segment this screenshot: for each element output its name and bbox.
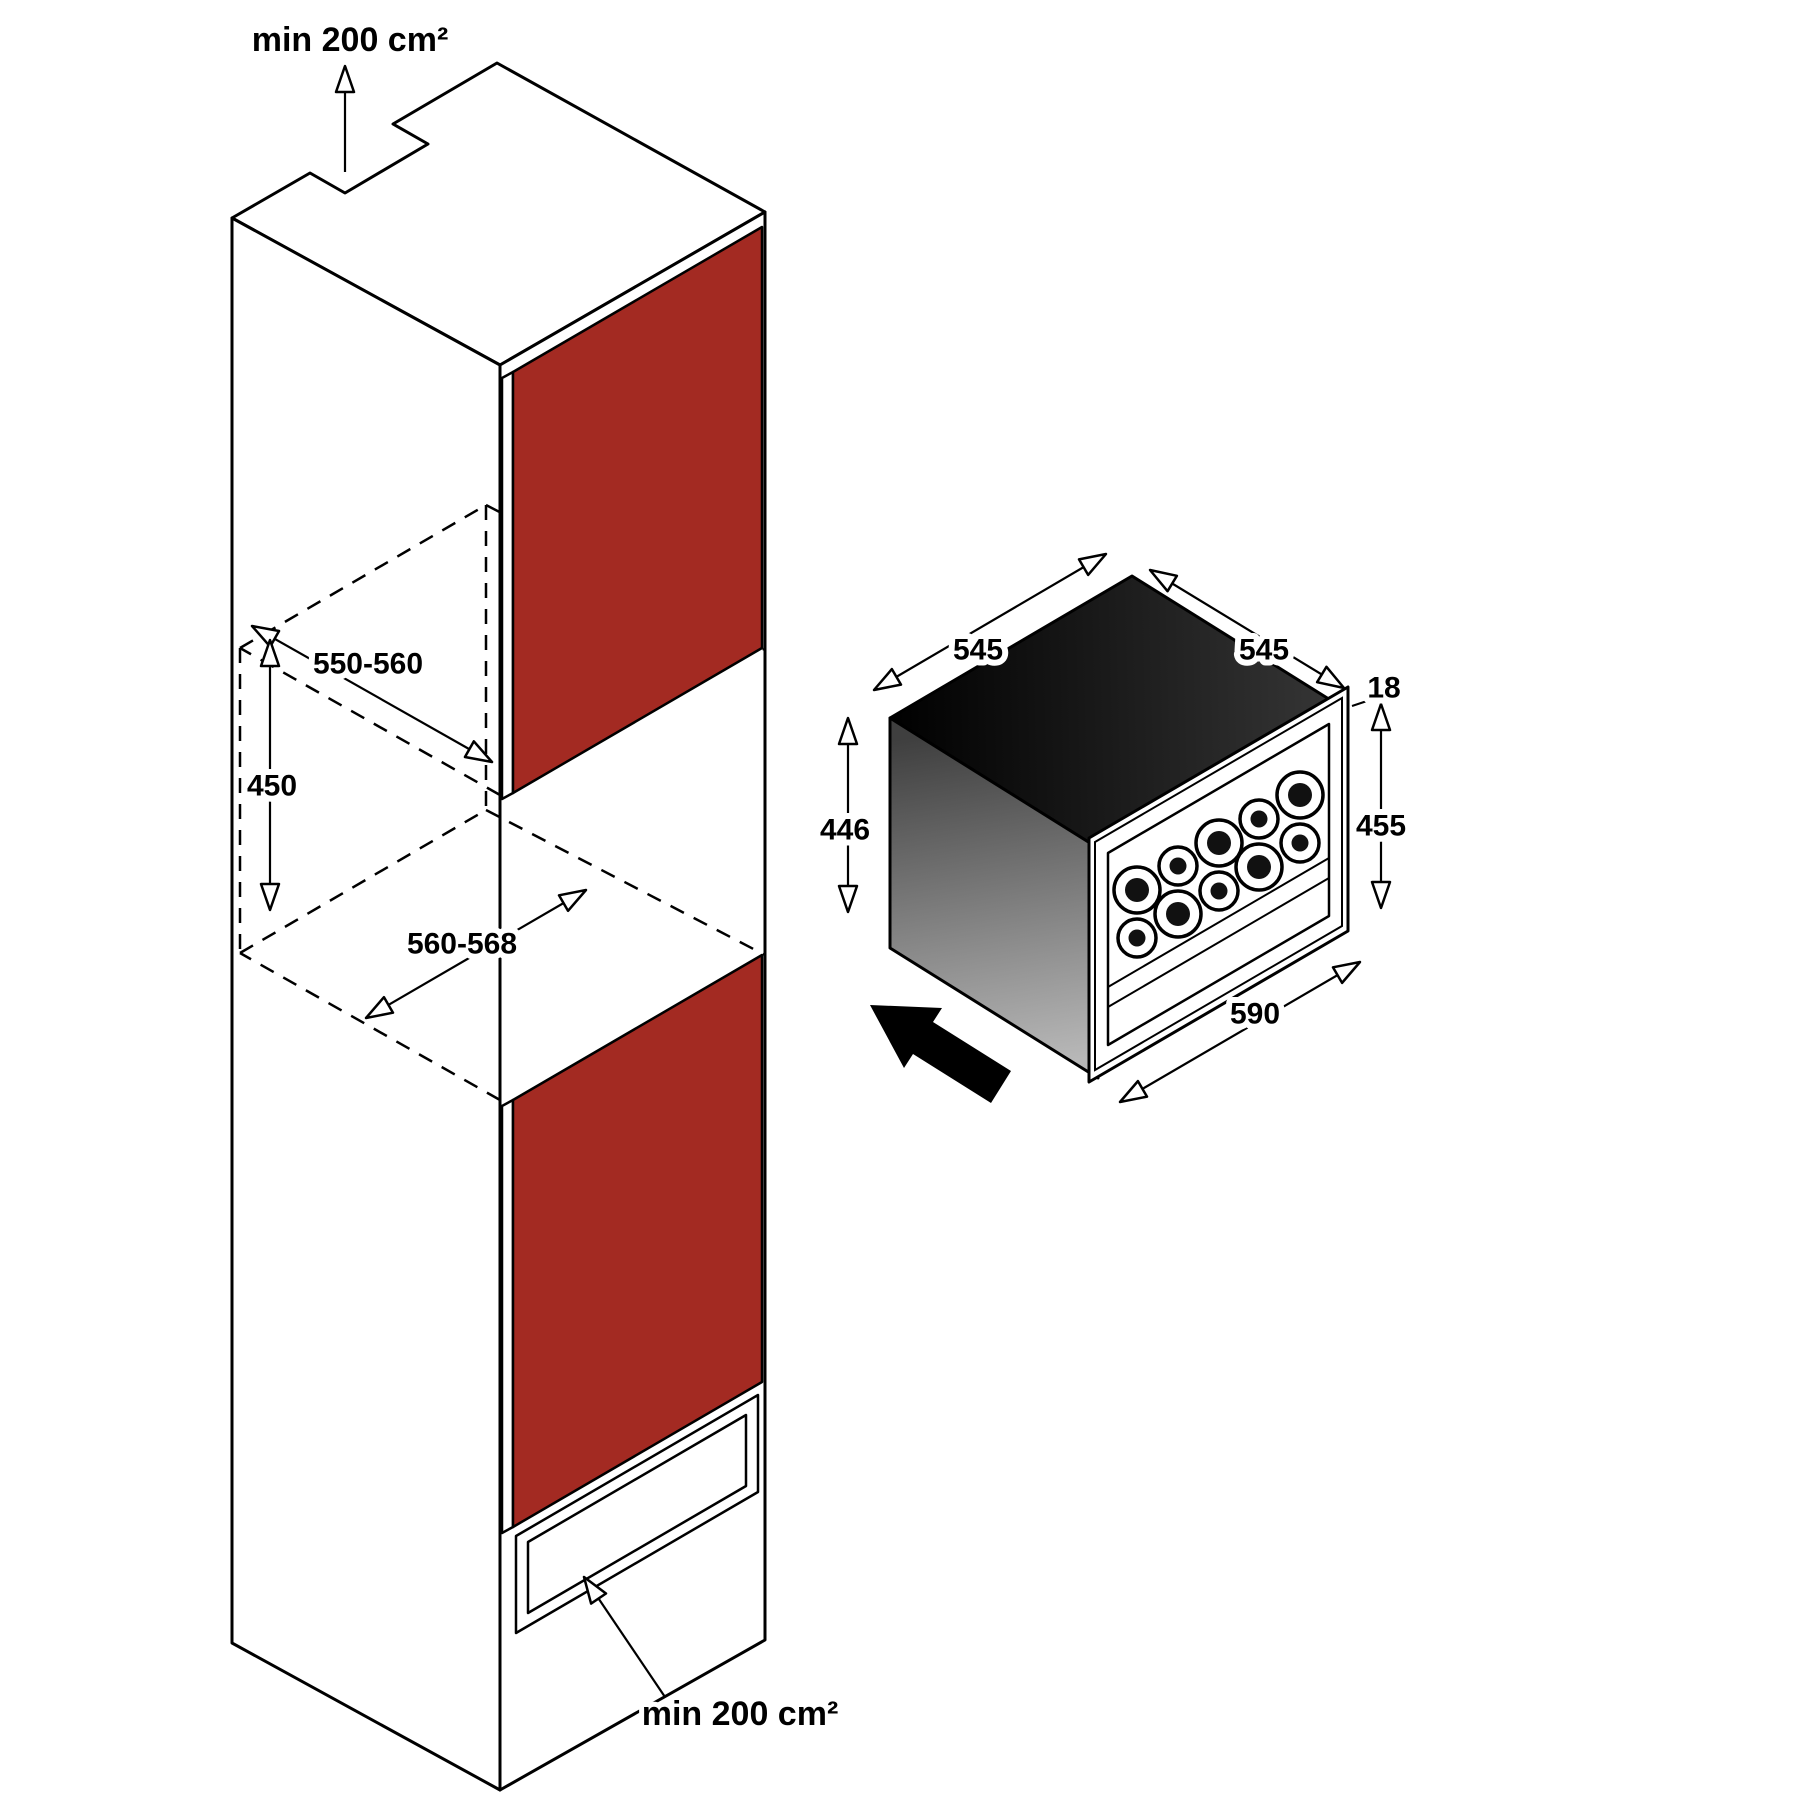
bottom-vent-leader-arrow	[582, 1575, 666, 1698]
bottle-cap	[1247, 855, 1271, 879]
bottom-door-panel	[511, 953, 764, 1529]
labels: min 200 cm² min 200 cm² 550-560 450 560-…	[241, 16, 1412, 1738]
niche-dimensions	[250, 624, 588, 1020]
bottom-vent-label: min 200 cm²	[642, 1695, 839, 1733]
frame-thickness-label: 18	[1367, 672, 1400, 705]
plinth-vent-grille	[514, 1393, 760, 1635]
bottle-cap	[1288, 783, 1312, 807]
cabinet-doors	[500, 225, 764, 1535]
bottle-cap	[1166, 902, 1190, 926]
top-vent-label: min 200 cm²	[252, 21, 449, 59]
dim-front-width-line	[1118, 960, 1362, 1104]
niche-edge-bottom-right	[485, 808, 766, 957]
front-height-label: 455	[1356, 810, 1406, 843]
niche-height-label: 450	[247, 770, 297, 803]
niche-edge-bottom-left	[239, 951, 501, 1102]
niche-edge-back-bottom	[239, 808, 487, 955]
appliance-width-label: 545	[1239, 634, 1289, 667]
dim-niche-width-line	[364, 888, 588, 1020]
dim-frame-thickness-leader	[1351, 699, 1371, 707]
bottle-cap	[1291, 834, 1309, 852]
bottle-cap	[1128, 929, 1146, 947]
wine-bottle-caps	[1125, 783, 1312, 947]
dim-appliance-width-line	[1148, 568, 1346, 690]
appliance-frame-inner-line	[1094, 696, 1343, 1072]
niche-depth-label: 550-560	[313, 648, 423, 681]
bottle-cap	[1207, 831, 1231, 855]
appliance-dimensions	[837, 552, 1392, 1104]
appliance-depth-label: 545	[953, 634, 1003, 667]
bottle-cap	[1250, 810, 1268, 828]
bottle-cap	[1210, 882, 1228, 900]
cabinet-side-face	[230, 216, 502, 1792]
niche-width-label: 560-568	[407, 928, 517, 961]
bottom-door-edge	[500, 1098, 515, 1535]
dim-niche-depth-line	[250, 624, 494, 764]
top-door-panel	[511, 225, 764, 795]
niche-edge-back-top	[239, 503, 487, 650]
insertion-direction-arrow	[870, 1005, 1011, 1103]
bottle-cap	[1169, 857, 1187, 875]
bottle-cap	[1125, 878, 1149, 902]
vent-grille-inner	[526, 1413, 748, 1615]
body-height-label: 446	[820, 814, 870, 847]
top-door-edge	[500, 370, 515, 801]
front-width-label: 590	[1230, 998, 1280, 1031]
dim-appliance-depth-line	[872, 552, 1108, 692]
